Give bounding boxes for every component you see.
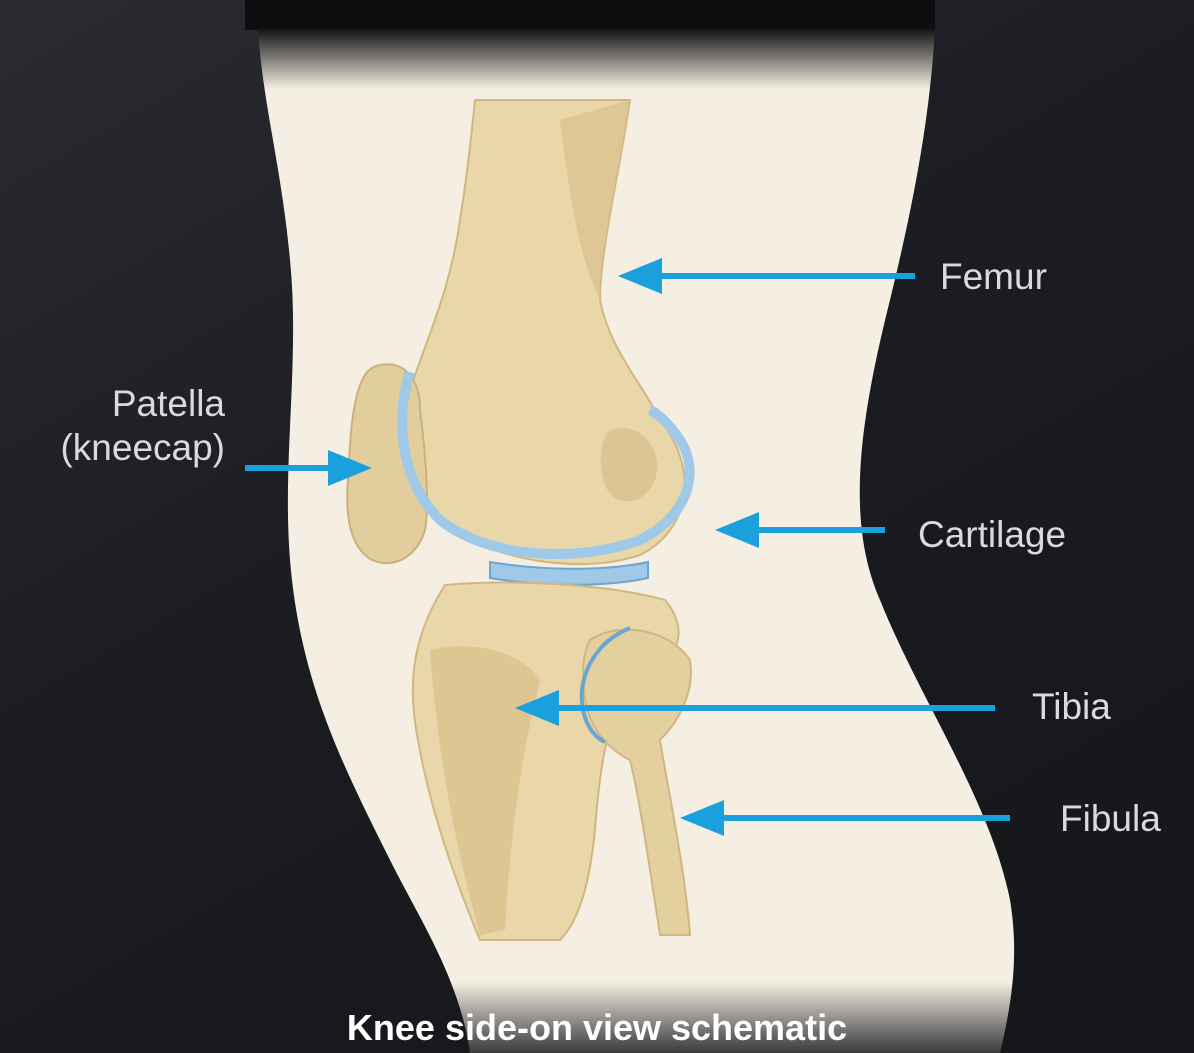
diagram-caption: Knee side-on view schematic — [0, 1006, 1194, 1050]
tibia-label: Tibia — [1032, 685, 1111, 729]
patella-label-line2: (kneecap) — [60, 426, 225, 470]
top-strip — [245, 0, 935, 30]
patella-label: Patella (kneecap) — [60, 382, 225, 470]
cartilage-label: Cartilage — [918, 513, 1066, 557]
fibula-label: Fibula — [1060, 797, 1161, 841]
patella-label-line1: Patella — [60, 382, 225, 426]
femur-label: Femur — [940, 255, 1047, 299]
